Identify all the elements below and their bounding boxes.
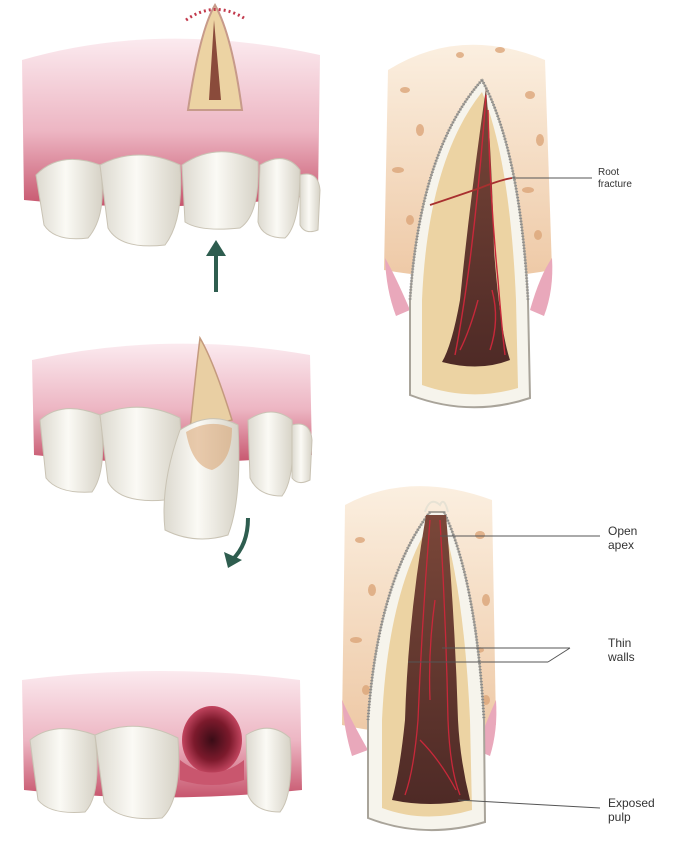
tooth-lateral-left-3	[30, 729, 97, 813]
panel-reimplantation	[22, 5, 320, 292]
tooth-lateral-right-3	[246, 728, 291, 812]
tooth-central-left-3	[95, 726, 179, 818]
panel-avulsion	[32, 338, 312, 568]
tooth-lateral-right	[258, 159, 300, 238]
label-open-apex: Open apex	[608, 524, 637, 553]
label-thin-walls: Thin walls	[608, 636, 635, 665]
tooth-central-left	[100, 155, 181, 246]
label-root-fracture: Root fracture	[598, 167, 632, 191]
label-exposed-pulp: Exposed pulp	[608, 796, 655, 825]
leader-thin-walls-join	[548, 648, 570, 662]
panel-open-apex	[342, 486, 600, 830]
empty-socket	[182, 706, 242, 774]
panel-empty-socket	[22, 671, 302, 819]
panel-root-fracture	[384, 45, 592, 408]
up-arrow-icon	[206, 240, 226, 292]
tooth-reimplanted	[182, 152, 258, 229]
tooth-lateral-right-2	[248, 412, 293, 496]
tooth-lateral-left-2	[40, 409, 103, 493]
tooth-lateral-left	[36, 159, 102, 238]
